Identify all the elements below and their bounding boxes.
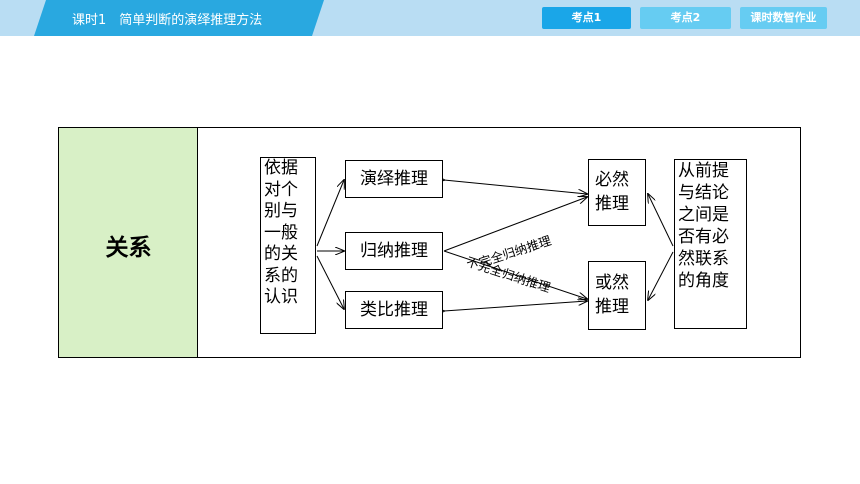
header-banner: [0, 0, 860, 36]
probable-reasoning-box: 或然 推理: [588, 261, 646, 330]
angle-line: 与结论: [678, 183, 729, 203]
lesson-title: 课时1 简单判断的演绎推理方法: [72, 13, 263, 28]
necessary-line: 推理: [595, 194, 629, 214]
inductive-reasoning-box: 归纳推理: [345, 232, 443, 270]
header-banner-shape: [34, 0, 324, 36]
basis-line: 对个: [264, 179, 298, 200]
angle-line: 从前提: [678, 161, 729, 181]
angle-line: 的角度: [678, 271, 729, 291]
deductive-reasoning-box: 演绎推理: [345, 160, 443, 198]
angle-line: 之间是: [678, 205, 729, 225]
angle-box: 从前提 与结论 之间是 否有必 然联系 的角度: [674, 159, 747, 329]
probable-line: 推理: [595, 297, 629, 317]
necessary-reasoning-box: 必然 推理: [588, 159, 646, 226]
necessary-line: 必然: [595, 170, 629, 190]
tab-kaodian-1[interactable]: 考点1: [542, 7, 631, 29]
angle-line: 否有必: [678, 227, 729, 247]
angle-line: 然联系: [678, 249, 729, 269]
basis-line: 别与: [264, 201, 298, 221]
row-label: 关系: [105, 235, 152, 261]
analogical-reasoning-box: 类比推理: [345, 291, 443, 329]
tab-kaodian-2[interactable]: 考点2: [640, 7, 731, 29]
basis-box: 依据 对个 别与 一般 的关 系的 认识: [260, 157, 316, 334]
probable-line: 或然: [595, 273, 629, 293]
relation-table: 关系: [58, 127, 801, 358]
basis-line: 一般: [264, 222, 298, 243]
tab-homework[interactable]: 课时数智作业: [740, 7, 827, 29]
row-label-cell: 关系: [59, 128, 198, 357]
basis-line: 的关: [264, 244, 298, 264]
basis-line: 系的: [264, 265, 298, 286]
basis-line: 认识: [264, 287, 298, 307]
basis-line: 依据: [264, 158, 298, 178]
header-bar: 课时1 简单判断的演绎推理方法 考点1 考点2 课时数智作业: [0, 0, 860, 36]
